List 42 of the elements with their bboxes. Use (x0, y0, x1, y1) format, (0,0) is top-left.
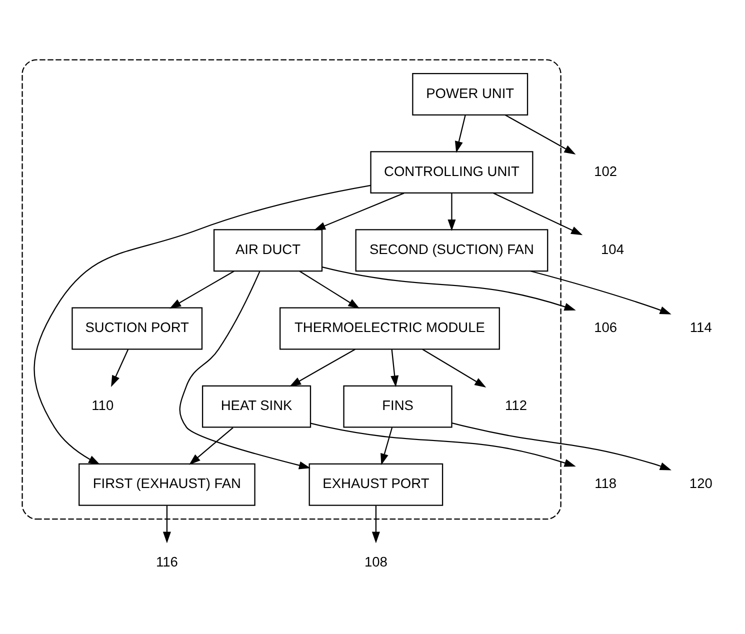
arrow (422, 348, 486, 388)
arrow (390, 349, 399, 388)
node-text: 120 (689, 476, 712, 492)
node-text: 112 (505, 398, 528, 414)
node-text: 106 (594, 320, 618, 336)
node-box: SECOND (SUCTION) FAN (355, 229, 548, 272)
node-text: 108 (364, 554, 388, 570)
arrow (493, 192, 583, 236)
arrow (299, 270, 360, 309)
node-box: THERMOELECTRIC MODULE (279, 307, 500, 350)
arrow (380, 427, 393, 466)
arrow (372, 506, 380, 544)
node-text: 116 (156, 554, 178, 570)
node-text: 118 (594, 476, 617, 492)
cluster (22, 59, 562, 520)
arrow (34, 184, 371, 465)
node-box: POWER UNIT (412, 72, 528, 116)
node-text: 102 (594, 164, 618, 179)
node-box: EXHAUST PORT (308, 463, 444, 506)
arrow (322, 266, 576, 311)
node-box: AIR DUCT (213, 229, 323, 272)
arrow (189, 427, 234, 465)
arrow (505, 114, 576, 154)
arrow (111, 349, 129, 387)
arrow (454, 115, 466, 153)
arrow (162, 506, 171, 544)
arrow (289, 348, 356, 387)
node-text: 110 (92, 398, 114, 414)
node-box: FINS (343, 385, 452, 428)
node-box: CONTROLLING UNIT (370, 151, 534, 194)
node-text: 104 (601, 242, 624, 257)
arrow (310, 422, 576, 467)
arrow (169, 270, 234, 309)
arrow (448, 193, 456, 231)
node-text: 114 (690, 320, 712, 336)
arrow (530, 270, 672, 314)
node-box: FIRST (EXHAUST) FAN (78, 463, 256, 506)
arrow (314, 192, 404, 230)
node-box: HEAT SINK (202, 385, 312, 428)
arrow (179, 271, 311, 470)
arrow (452, 422, 672, 470)
node-box: SUCTION PORT (72, 307, 203, 350)
